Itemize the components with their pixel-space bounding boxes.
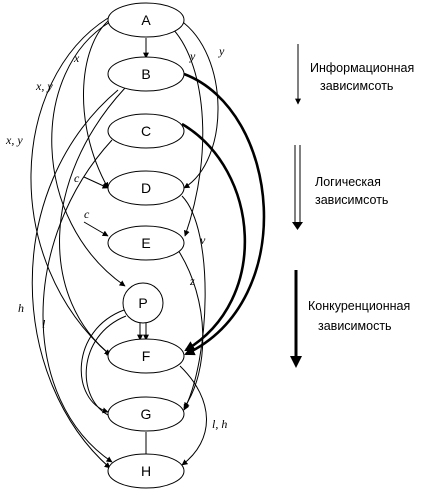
nodes: A B C D E P F G [107,2,185,489]
information-edges [30,17,219,469]
edge-label-xy-far: x, y [5,133,23,147]
node-p: P [122,282,164,324]
edge-label-h: h [18,301,24,315]
edge-c-d [83,176,109,189]
node-f: F [107,338,185,374]
edge-p-g-2 [85,315,127,417]
edge-b-h [31,89,119,469]
node-b: B [107,56,185,92]
node-f-label: F [142,348,151,364]
node-c: C [107,113,185,149]
edge-label-l: l [42,317,46,331]
edge-f-h [179,365,207,466]
edge-b-f-thick [183,72,266,356]
node-e-label: E [141,235,150,251]
legend-info-line1: Информационная [310,61,414,75]
edge-d-g [181,195,206,411]
edge-label-lh: l, h [212,417,227,431]
edge-label-y-inner: y [189,49,196,63]
edge-b-f [59,87,126,357]
node-d: D [107,170,185,206]
edge-label-z: z [189,274,195,288]
edge-label-c-d: c [74,171,80,185]
edge-label-c-e: c [84,207,90,221]
node-a-label: A [141,12,151,28]
node-c-label: C [141,123,151,139]
node-p-label: P [138,295,147,311]
node-g: G [107,396,185,432]
legend-information: Информационная зависимсоть [295,44,414,105]
competition-edges [181,72,266,356]
edge-a-p [51,21,126,287]
edge-a-e [169,25,204,237]
edge-c-e [83,221,109,237]
node-b-label: B [141,66,150,82]
legend-logic-line1: Логическая [315,175,381,189]
edge-c-f-thick [181,122,247,352]
edge-label-v: v [200,233,206,247]
edge-a-f [30,17,111,356]
edge-a-d [83,17,113,189]
edge-label-x: x [73,51,80,65]
node-g-label: G [141,406,152,422]
legend-competition: Конкуренционная зависимость [290,270,410,368]
node-h-label: H [141,463,151,479]
legend-info-line2: зависимсоть [320,79,393,93]
node-a: A [107,2,185,38]
node-e: E [107,225,185,261]
logical-edges [80,309,149,417]
legend-logic-line2: зависимсоть [315,193,388,207]
legend-logical: Логическая зависимсоть [292,145,388,230]
edge-e-g [177,249,204,409]
edge-c-h [42,139,113,463]
edge-label-xy-left: x, y [35,79,53,93]
legend: Информационная зависимсоть Логическая за… [290,44,414,368]
node-h: H [107,453,185,489]
legend-conc-line1: Конкуренционная [308,299,410,313]
node-d-label: D [141,180,151,196]
edge-label-y-outer: y [218,44,225,58]
edge-labels: x x, y x, y y y c c v z h l l, h [5,44,227,431]
edge-a-d-right [179,19,219,189]
legend-conc-line2: зависимость [318,319,392,333]
